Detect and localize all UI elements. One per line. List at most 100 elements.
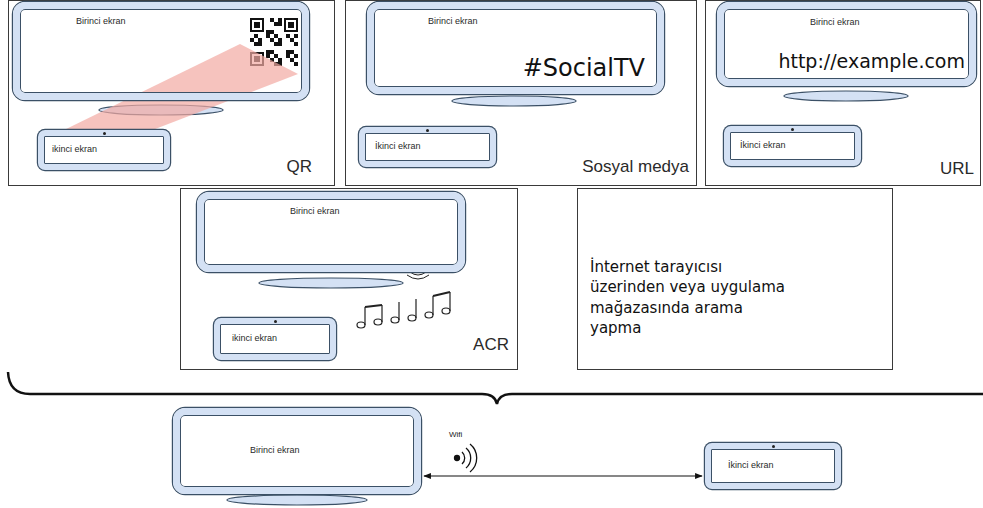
qr-module bbox=[286, 54, 290, 58]
qr-finder bbox=[284, 18, 298, 32]
qr-module bbox=[270, 50, 274, 54]
note-head bbox=[408, 315, 416, 321]
qr-module bbox=[294, 34, 298, 38]
qr-finder bbox=[252, 20, 262, 30]
method-label: QR bbox=[287, 157, 313, 177]
second-screen: İkinci ekran bbox=[359, 127, 496, 167]
second-screen: ikinci ekran bbox=[38, 130, 170, 170]
camera-dot bbox=[274, 320, 277, 323]
second-screen: İkinci ekran bbox=[724, 126, 861, 166]
wifi-arc bbox=[470, 444, 477, 472]
method-panel: QR Birinci ekran ikinci ekran bbox=[8, 0, 335, 186]
screen-label: İkinci ekran bbox=[740, 140, 786, 151]
screen-content: http://example.com bbox=[778, 50, 965, 73]
wifi-arc bbox=[462, 452, 465, 464]
qr-module bbox=[286, 34, 290, 38]
wifi-arc bbox=[466, 448, 471, 468]
monitor-stand bbox=[227, 495, 367, 505]
qr-module bbox=[290, 50, 294, 54]
qr-module bbox=[266, 34, 270, 38]
qr-module bbox=[266, 30, 270, 34]
sound-wave bbox=[407, 275, 429, 279]
method-label: URL bbox=[940, 159, 974, 179]
qr-module bbox=[266, 50, 270, 54]
qr-module bbox=[294, 54, 298, 58]
first-screen: Birinci ekran bbox=[173, 408, 421, 494]
screen-label: İkinci ekran bbox=[728, 460, 774, 471]
screen-label: Birinci ekran bbox=[428, 16, 478, 27]
monitor-stands bbox=[99, 91, 908, 505]
text-panel: İnternet tarayıcısı üzerinden veya uygul… bbox=[577, 188, 893, 370]
wifi-dot bbox=[455, 456, 460, 461]
screen-label: ikinci ekran bbox=[52, 144, 97, 155]
qr-module bbox=[290, 58, 294, 62]
first-screen: Birinci ekran bbox=[13, 2, 309, 100]
qr-module bbox=[274, 34, 278, 38]
qr-module bbox=[294, 62, 298, 66]
sound-wave bbox=[410, 272, 426, 275]
qr-module bbox=[270, 18, 274, 22]
qr-module bbox=[254, 42, 258, 46]
monitor-stand bbox=[784, 91, 908, 101]
screen-label: Birinci ekran bbox=[810, 17, 860, 28]
music-notes bbox=[357, 292, 450, 328]
qr-module bbox=[274, 42, 278, 46]
screen-label: Birinci ekran bbox=[250, 445, 300, 456]
camera-dot bbox=[772, 445, 775, 448]
method-panel: URL Birinci ekran http://example.comİkinci… bbox=[705, 0, 981, 186]
qr-module bbox=[270, 38, 274, 42]
qr-module bbox=[294, 42, 298, 46]
qr-module bbox=[258, 42, 262, 46]
qr-module bbox=[286, 50, 290, 54]
second-screen: İkinci ekran bbox=[705, 443, 841, 489]
qr-finder bbox=[286, 20, 296, 30]
qr-finder bbox=[250, 18, 264, 32]
qr-finder bbox=[254, 22, 260, 28]
screen-content: #SocialTV bbox=[523, 54, 645, 83]
grouping-bracket bbox=[8, 372, 983, 404]
qr-module bbox=[278, 38, 282, 42]
screen-label: Birinci ekran bbox=[290, 206, 340, 217]
monitor-stand bbox=[259, 278, 403, 288]
note-head bbox=[374, 319, 382, 325]
second-screen: ikinci ekran bbox=[214, 318, 336, 360]
note-beams bbox=[365, 292, 450, 307]
note-stems bbox=[365, 292, 450, 325]
qr-module bbox=[274, 22, 278, 26]
screen-label: İkinci ekran bbox=[375, 141, 421, 152]
method-panel: Sosyal medya Birinci ekran #SocialTV İkinci… bbox=[345, 0, 697, 186]
method-description: İnternet tarayıcısı üzerinden veya uygul… bbox=[590, 257, 785, 338]
method-label: Sosyal medya bbox=[582, 157, 689, 177]
note-head bbox=[442, 308, 450, 314]
method-panel: ACR Birinci ekran ikinci ekran bbox=[180, 188, 518, 370]
qr-module bbox=[266, 54, 270, 58]
camera-dot bbox=[103, 132, 106, 135]
qr-module bbox=[270, 30, 274, 34]
qr-module bbox=[278, 22, 282, 26]
qr-module bbox=[278, 58, 282, 62]
qr-module bbox=[258, 38, 262, 42]
qr-module bbox=[278, 18, 282, 22]
monitor-stand bbox=[452, 96, 576, 106]
camera-dot bbox=[426, 129, 429, 132]
qr-module bbox=[250, 38, 254, 42]
scan-beam bbox=[62, 44, 298, 131]
qr-module bbox=[254, 34, 258, 38]
first-screen: Birinci ekran bbox=[197, 192, 465, 272]
qr-module bbox=[278, 42, 282, 46]
first-screen: Birinci ekran #SocialTV bbox=[367, 2, 664, 94]
wifi-icon bbox=[455, 444, 477, 472]
wifi-connection-arrow bbox=[424, 475, 702, 476]
note-head bbox=[391, 317, 399, 323]
qr-finder bbox=[288, 22, 294, 28]
note-head bbox=[357, 322, 365, 328]
note-head bbox=[425, 312, 433, 318]
screen-label: ikinci ekran bbox=[232, 333, 277, 344]
screen-label: Birinci ekran bbox=[76, 16, 126, 27]
method-label: ACR bbox=[473, 335, 509, 355]
camera-dot bbox=[791, 128, 794, 131]
qr-module bbox=[274, 54, 278, 58]
first-screen: Birinci ekran http://example.com bbox=[717, 2, 976, 86]
qr-module bbox=[290, 38, 294, 42]
